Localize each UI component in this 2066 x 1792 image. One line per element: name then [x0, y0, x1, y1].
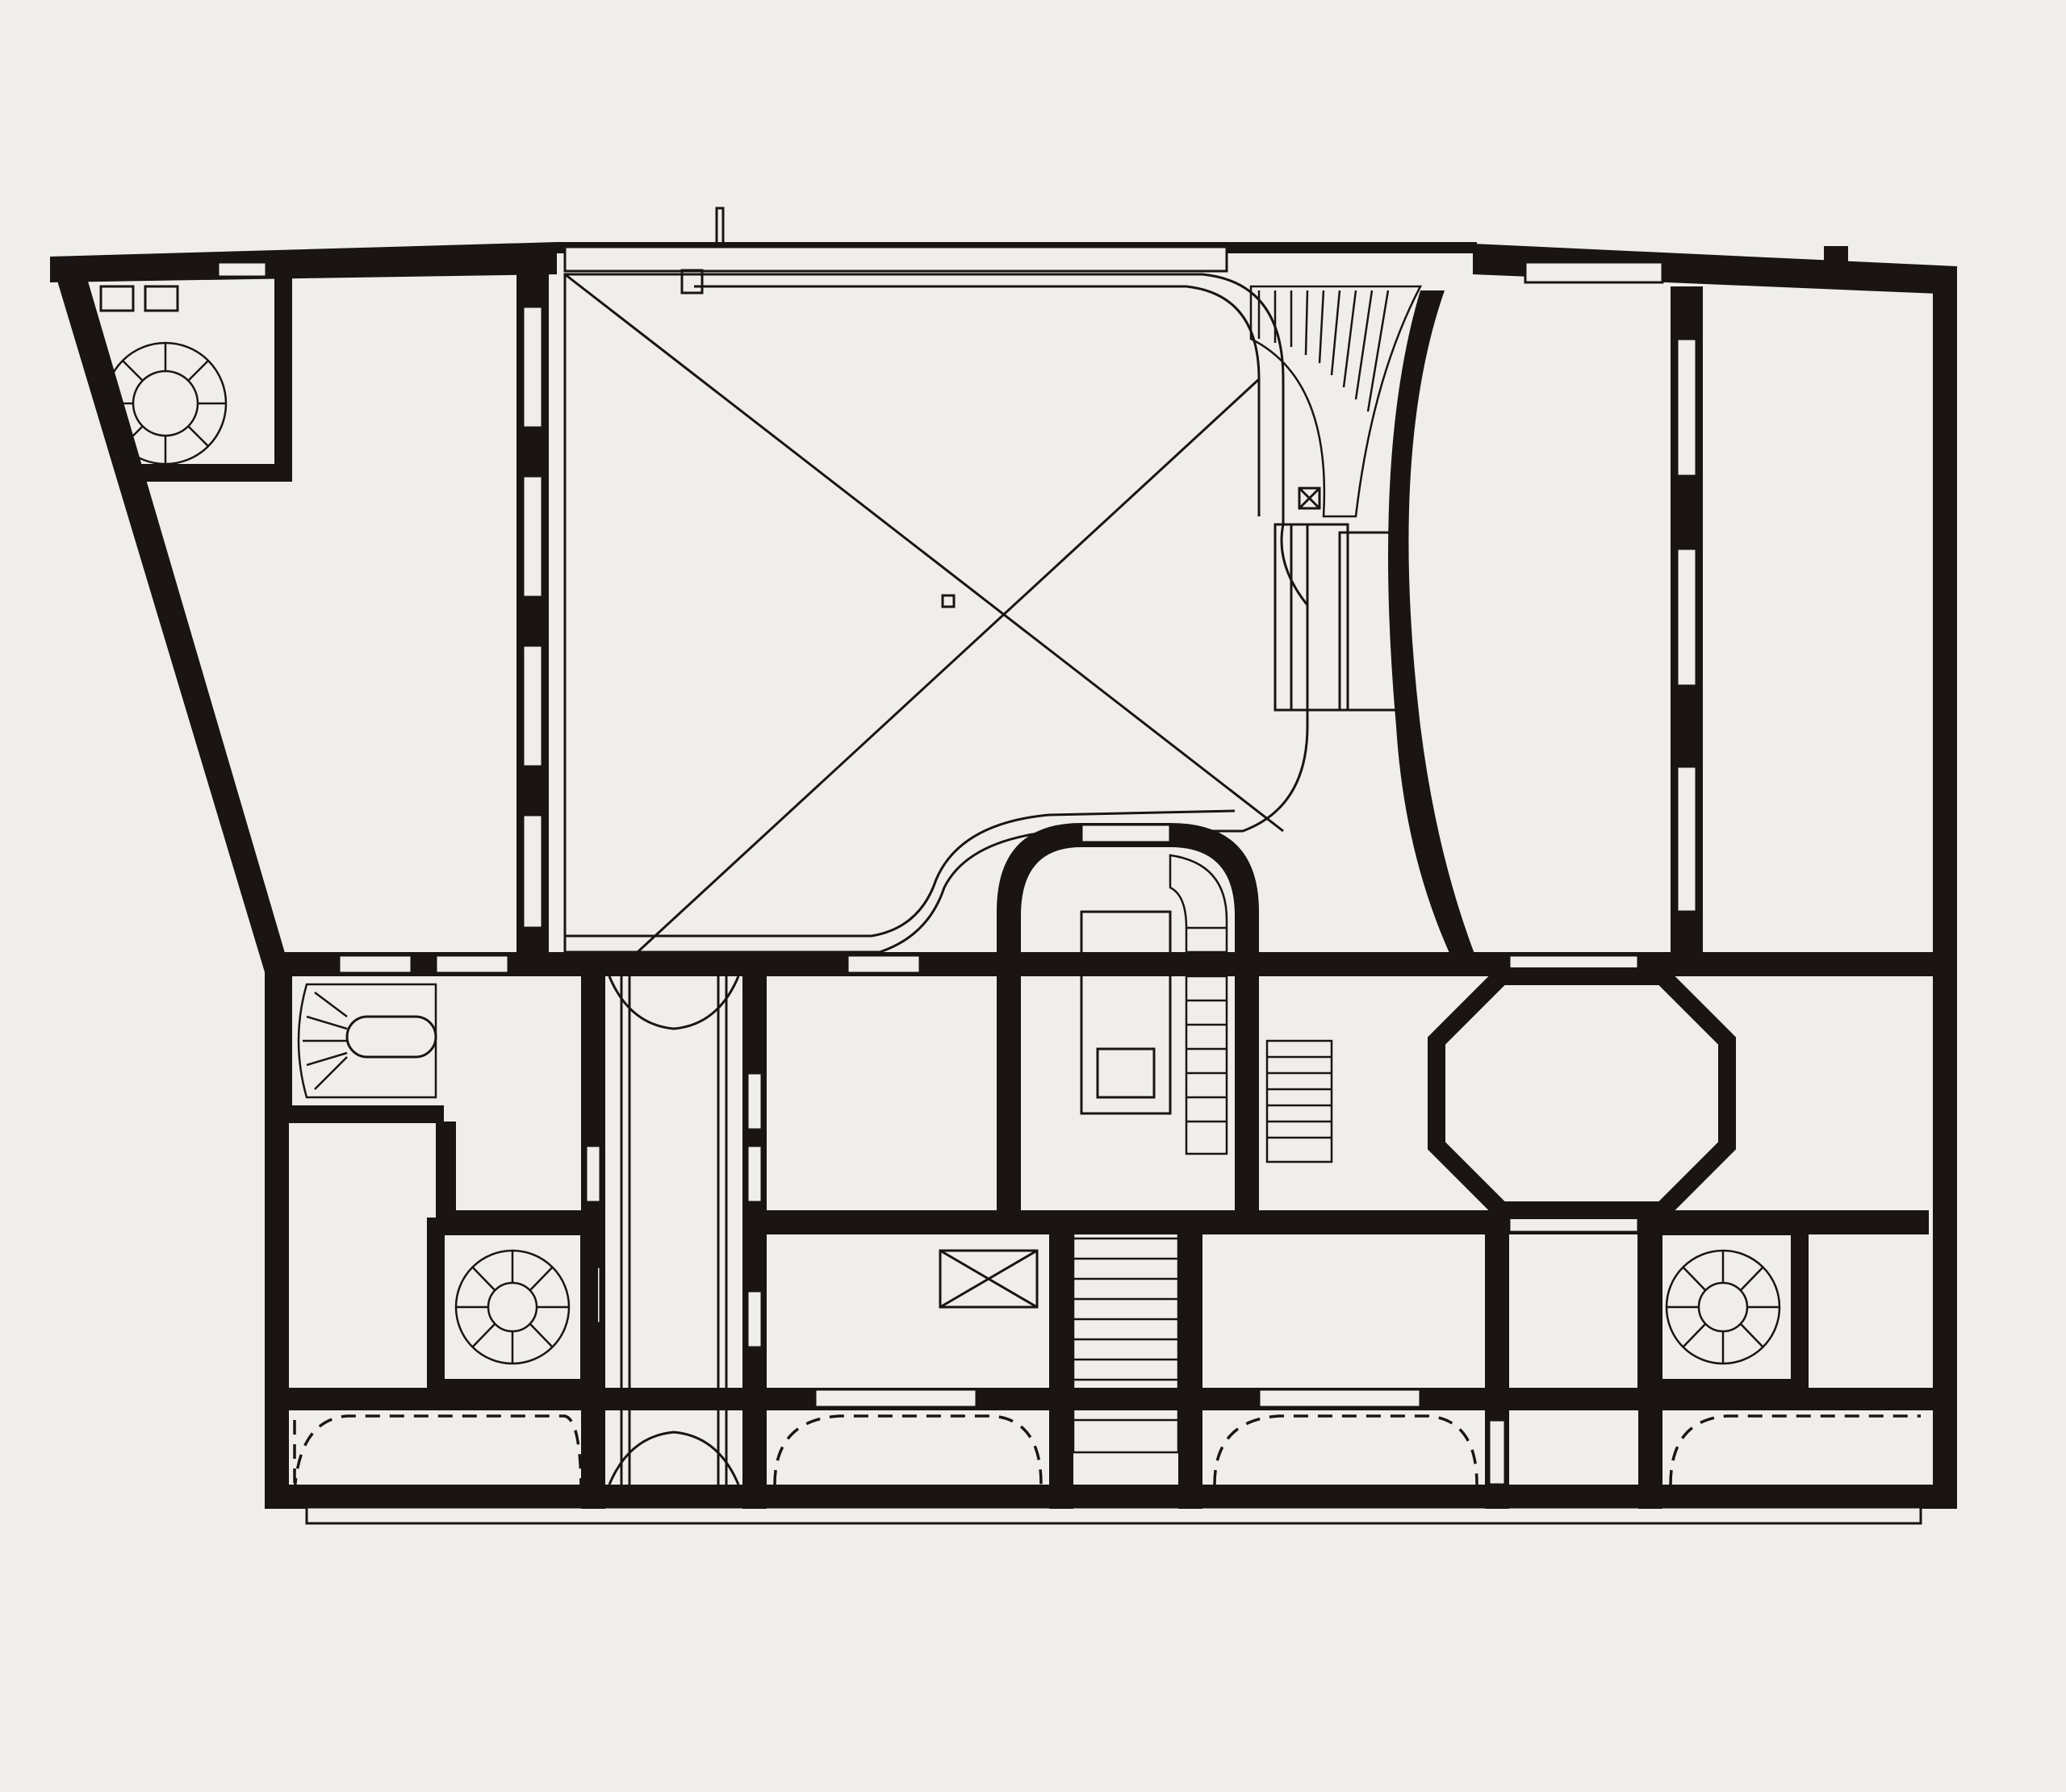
curved-east-wall [1388, 290, 1477, 960]
ne-window-1 [1675, 337, 1698, 478]
west-stair-wall [274, 960, 292, 1113]
corridor-window-w1 [584, 1144, 602, 1204]
tower-stair-well [1080, 910, 1172, 1115]
west-u-treads [303, 992, 348, 1090]
vault-2 [773, 1414, 1043, 1485]
courtyard-center [941, 594, 956, 608]
west-u-stair-core [345, 1015, 437, 1059]
west-stair-bottom [274, 1105, 444, 1123]
octagon-wall [1428, 967, 1736, 1219]
lower-west-treads [456, 1251, 569, 1364]
north-wall-east [1473, 244, 1957, 294]
vault-1 [293, 1396, 583, 1493]
corridor-window-e1 [746, 1071, 763, 1131]
west-window-1 [521, 305, 544, 429]
central-straight-stair [1072, 1217, 1180, 1454]
lower-pier-window [1487, 1418, 1507, 1486]
west-stair-block [274, 960, 456, 1218]
lower-row-window-2 [1257, 1388, 1422, 1409]
vault-arcs [293, 1396, 1921, 1493]
courtyard-diagonal-1 [564, 273, 1284, 833]
courtyard-marker [1298, 487, 1321, 510]
ne-window-3 [1675, 765, 1698, 913]
central-stair-tower [997, 823, 1333, 1214]
entry-corridor [581, 960, 767, 1509]
stair-tower-wall [997, 823, 1259, 1214]
ne-window-2 [1675, 547, 1698, 687]
lower-pier-2 [1178, 1226, 1202, 1509]
lower-row-wall [274, 1388, 1945, 1410]
west-wall-slant [50, 257, 291, 972]
nw-stair-partition [274, 274, 292, 476]
corridor-window-e2 [746, 1144, 763, 1204]
cross-wall-upper [274, 952, 1945, 976]
tower-stair-core [1096, 1047, 1156, 1099]
north-east-rooms [1524, 246, 1848, 972]
courtyard-post [680, 269, 704, 294]
tower-window [1080, 823, 1172, 844]
corridor-window-e3 [746, 1289, 763, 1349]
west-window-4 [521, 813, 544, 929]
corridor-door-north [608, 975, 740, 1030]
central-shaft-box [939, 1249, 1039, 1309]
courtyard-path [565, 285, 1261, 938]
lower-row-partitions [274, 1226, 1945, 1509]
lower-spiral-stairs [427, 1218, 1809, 1397]
ne-stair-treads [1257, 290, 1390, 412]
north-court-windows [563, 245, 1228, 273]
nw-fixture-2 [144, 285, 179, 312]
north-wall-west [50, 242, 557, 282]
ne-curved-stair [1249, 285, 1423, 518]
middle-cross-wall [274, 952, 1945, 976]
ne-chimney [1824, 246, 1848, 270]
west-u-stair [297, 983, 437, 1099]
vault-3 [1213, 1414, 1478, 1485]
west-window-2 [521, 474, 544, 599]
tower-stair-run [1169, 854, 1228, 1155]
nw-stair-bottom-wall [121, 464, 292, 482]
south-windows [305, 1506, 1922, 1525]
outer-walls [50, 242, 1957, 1525]
lower-east-treads [1667, 1251, 1780, 1364]
lower-row-window-1 [813, 1388, 978, 1409]
vault-4 [1669, 1414, 1921, 1485]
west-window-3 [521, 644, 544, 768]
courtyard-diagonal-2 [636, 378, 1261, 954]
tower-straight-stair [1265, 1039, 1333, 1163]
south-wall [265, 1485, 1957, 1509]
west-stair-pier [436, 1122, 456, 1218]
tower-straight-treads [1267, 1055, 1332, 1139]
lower-pier-4 [1638, 1226, 1662, 1509]
lower-pier-1 [1049, 1226, 1073, 1509]
cross-window-2 [434, 954, 510, 975]
corridor-door-south [608, 1431, 740, 1485]
courtyard-outline [563, 273, 1309, 954]
cross-window-1 [337, 954, 413, 975]
nw-window [216, 261, 268, 278]
cross-window-3 [846, 954, 922, 975]
nw-spiral-treads [105, 343, 226, 464]
east-wall [1933, 266, 1957, 1505]
north-east-stair [1249, 285, 1477, 960]
ne-north-window [1524, 261, 1664, 284]
nw-fixture-1 [99, 285, 135, 312]
octagonal-room [1428, 967, 1736, 1219]
corridor-tracks [620, 976, 728, 1485]
ne-landing [1273, 523, 1349, 712]
courtyard-post-north [715, 207, 725, 246]
tower-stair-treads [1186, 926, 1227, 1123]
north-west-wing [99, 261, 549, 976]
courtyard [563, 207, 1321, 954]
